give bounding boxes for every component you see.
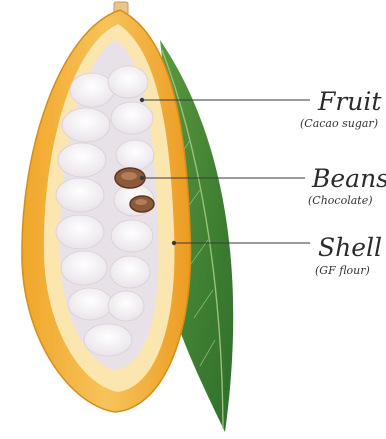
fruit-label: Fruit bbox=[318, 89, 381, 114]
beans-sublabel: (Chocolate) bbox=[308, 195, 373, 206]
shell-label: Shell bbox=[318, 235, 382, 260]
fruit-sublabel: (Cacao sugar) bbox=[300, 118, 378, 129]
shell-sublabel: (GF flour) bbox=[315, 265, 370, 276]
beans-label: Beans bbox=[312, 166, 386, 191]
